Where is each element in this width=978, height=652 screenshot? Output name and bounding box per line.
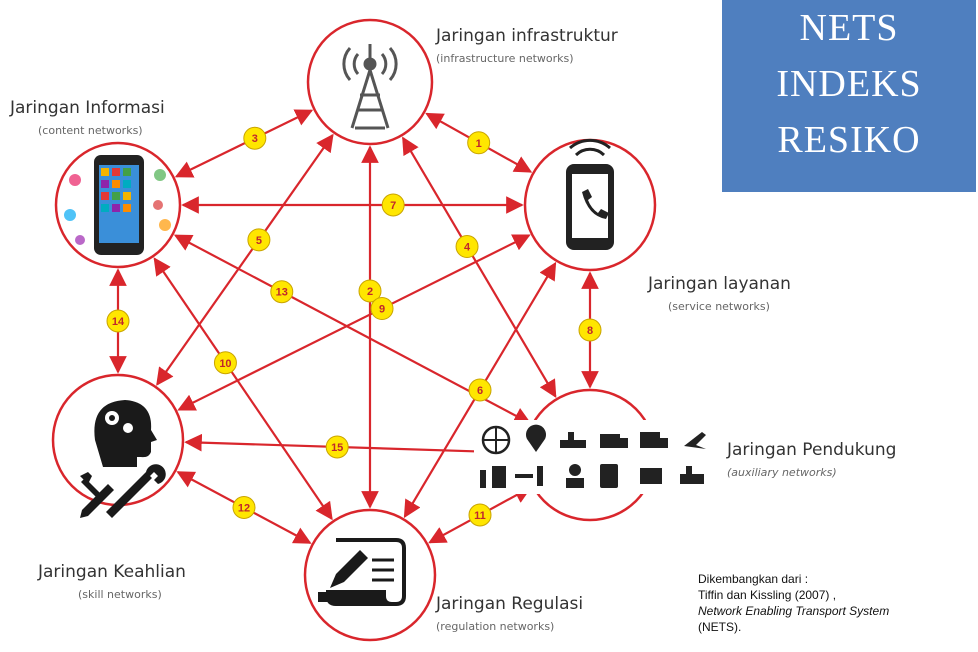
credit-line-1: Dikembangkan dari :: [698, 572, 809, 586]
node-layanan: [523, 138, 657, 272]
edge-label-5: 5: [256, 235, 262, 247]
node-keahlian: [51, 373, 185, 518]
edge-3: [174, 109, 314, 178]
node-subtitle-infrastruktur: (infrastructure networks): [436, 52, 574, 65]
node-subtitle-layanan: (service networks): [668, 300, 770, 313]
document-pen-icon: [318, 538, 406, 606]
node-infrastruktur: [306, 18, 434, 146]
credit-line-4: (NETS).: [698, 620, 742, 634]
credit-line-2: Tiffin dan Kissling (2007) ,: [698, 588, 837, 602]
node-title-pendukung: Jaringan Pendukung: [727, 440, 897, 460]
node-subtitle-pendukung: (auxiliary networks): [727, 466, 837, 479]
edge-label-4: 4: [464, 242, 471, 254]
node-subtitle-keahlian: (skill networks): [78, 588, 162, 601]
edge-badge-11: 11: [468, 503, 492, 527]
edge-label-3: 3: [252, 133, 258, 145]
edge-15: [184, 433, 524, 462]
edge-badge-6: 6: [468, 378, 492, 402]
edge-badge-8: 8: [578, 318, 602, 342]
edge-label-9: 9: [379, 304, 385, 316]
edge-10: [153, 257, 333, 521]
nets-title-box: NETS INDEKS RESIKO: [722, 0, 976, 192]
edge-label-14: 14: [112, 316, 125, 328]
node-title-regulasi: Jaringan Regulasi: [436, 594, 584, 614]
edge-badge-2: 2: [358, 279, 382, 303]
node-title-informasi: Jaringan Informasi: [10, 98, 165, 118]
node-title-keahlian: Jaringan Keahlian: [38, 562, 186, 582]
edge-badge-9: 9: [370, 297, 394, 321]
edge-badge-15: 15: [325, 435, 349, 459]
edge-label-12: 12: [238, 503, 250, 515]
edge-label-7: 7: [390, 200, 396, 212]
node-subtitle-informasi: (content networks): [38, 124, 143, 137]
edge-badge-7: 7: [381, 193, 405, 217]
radio-tower-icon: [342, 44, 398, 130]
node-title-layanan: Jaringan layanan: [648, 274, 791, 294]
edge-badge-5: 5: [247, 228, 271, 252]
node-informasi: [54, 141, 182, 269]
node-title-infrastruktur: Jaringan infrastruktur: [436, 26, 618, 46]
node-pendukung: [474, 388, 714, 522]
node-regulasi: [303, 508, 437, 642]
edge-label-8: 8: [587, 325, 593, 337]
edge-badge-12: 12: [232, 496, 256, 519]
mobile-phone-call-icon: [566, 138, 614, 250]
nets-line-2: INDEKS: [776, 63, 922, 105]
edge-label-2: 2: [367, 286, 373, 298]
edge-label-10: 10: [219, 358, 231, 370]
edge-label-6: 6: [477, 385, 483, 397]
logistics-icons: [480, 424, 706, 488]
edge-badge-10: 10: [213, 351, 237, 375]
nets-line-3: RESIKO: [777, 119, 921, 161]
edge-badge-14: 14: [106, 309, 130, 333]
nets-line-1: NETS: [799, 7, 899, 49]
edge-badge-1: 1: [467, 131, 491, 155]
node-subtitle-regulasi: (regulation networks): [436, 620, 555, 633]
edge-badge-3: 3: [243, 126, 267, 150]
edge-label-13: 13: [276, 287, 288, 299]
edge-label-15: 15: [331, 442, 343, 454]
smartphone-apps-icon: [64, 155, 171, 255]
edge-badge-4: 4: [455, 235, 479, 259]
head-gear-tools-icon: [80, 400, 166, 518]
edge-label-1: 1: [476, 138, 482, 150]
edge-label-11: 11: [474, 510, 486, 522]
credit-line-3: Network Enabling Transport System: [698, 604, 890, 618]
edge-badge-13: 13: [270, 280, 294, 304]
